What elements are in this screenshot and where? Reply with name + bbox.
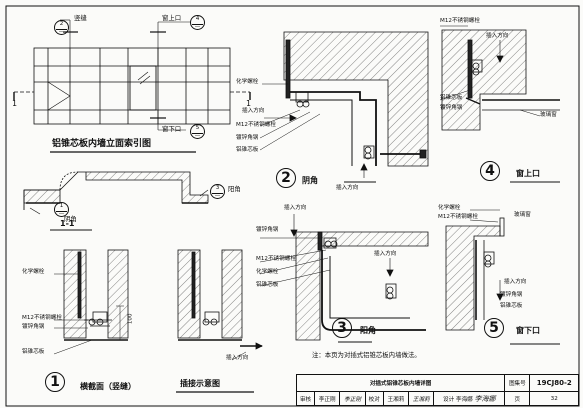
detail-3-title: 阳角 bbox=[360, 326, 376, 335]
index-circle-3: 3 — bbox=[210, 184, 225, 199]
checker-signature: 王湘莉 bbox=[408, 391, 435, 406]
index-circle-5-bottom: — bbox=[192, 132, 203, 140]
detail-1-drawing bbox=[53, 249, 129, 355]
atlas-label: 图集号 bbox=[504, 374, 531, 392]
d2-callout-huaxue: 化学螺栓 bbox=[236, 79, 259, 85]
index-circle-3-top: 3 bbox=[215, 185, 220, 191]
sheet-border bbox=[5, 5, 580, 407]
detail-1-number: 1 bbox=[45, 372, 65, 392]
index-circle-4-bottom: — bbox=[192, 23, 203, 31]
label-yin-jiao: 阴角 bbox=[64, 215, 77, 223]
d4-callout-lvzhui: 铝锥芯板 bbox=[440, 95, 463, 101]
index-circle-1-top: 1 bbox=[59, 203, 64, 209]
design-label-cell: 设计 李海娜 李海娜 bbox=[433, 391, 506, 406]
designer-name: 李海娜 bbox=[455, 396, 473, 403]
d1-callout-lvzhui: 铝锥芯板 bbox=[22, 349, 45, 355]
d2-callout-lvzhui: 铝锥芯板 bbox=[236, 147, 259, 153]
label-chuang-xia-kou: 窗下口 bbox=[162, 125, 182, 133]
d5-callout-duxin: 镀锌角钢 bbox=[500, 292, 523, 298]
d2-callout-charu: 插入方向 bbox=[242, 108, 265, 114]
design-label: 设计 bbox=[442, 396, 455, 403]
label-chuang-shang-kou: 窗上口 bbox=[162, 14, 182, 22]
d3-callout-charu-right: 插入方向 bbox=[374, 251, 397, 257]
check-label: 校对 bbox=[364, 391, 384, 406]
index-circle-2: 2 — bbox=[54, 20, 69, 35]
index-circle-2-top: 2 bbox=[59, 21, 64, 27]
insertion-schematic-drawing bbox=[177, 249, 263, 361]
section-1-1 bbox=[23, 171, 209, 231]
detail-3-drawing bbox=[259, 214, 429, 343]
atlas-number: 19CJ80-2 bbox=[529, 374, 579, 392]
detail-5-number: 5 bbox=[484, 318, 504, 338]
insertion-schematic-title: 插接示意图 bbox=[180, 379, 220, 388]
detail-4-title: 窗上口 bbox=[516, 169, 540, 178]
detail-5-drawing bbox=[445, 209, 560, 345]
drawing-title: 对插式铝锥芯板内墙详图 bbox=[295, 374, 506, 392]
elevation-title: 铝锥芯板内墙立面索引图 bbox=[52, 139, 152, 149]
index-circle-4-top: 4 bbox=[195, 16, 200, 22]
footnote: 注：本页为对插式铝锥芯板内墙做法。 bbox=[312, 351, 421, 359]
index-circle-5-top: 5 bbox=[195, 125, 200, 131]
review-label: 审核 bbox=[295, 391, 316, 406]
d4-callout-charu: 插入方向 bbox=[486, 33, 509, 39]
detail-4-number: 4 bbox=[480, 161, 500, 181]
d2-callout-m12: M12不锈钢螺栓 bbox=[236, 122, 276, 128]
d3-callout-duxin: 镀锌角钢 bbox=[256, 227, 279, 233]
d5-callout-huaxue: 化学螺栓 bbox=[438, 205, 461, 211]
index-circle-2-bottom: — bbox=[56, 28, 67, 36]
d5-callout-boli: 玻璃窗 bbox=[514, 212, 531, 218]
detail-3-number: 3 bbox=[332, 318, 352, 338]
d4-callout-boli: 玻璃窗 bbox=[540, 112, 557, 118]
d3-callout-m12: M12不锈钢螺栓 bbox=[256, 256, 296, 262]
d5-callout-charu: 插入方向 bbox=[504, 279, 527, 285]
d5-callout-m12: M12不锈钢螺栓 bbox=[438, 214, 478, 220]
detail-1-title: 横截面（竖缝） bbox=[80, 382, 136, 391]
section-mark-1-left: 1 bbox=[12, 99, 18, 108]
label-shu-feng: 竖缝 bbox=[74, 14, 87, 22]
d1-callout-duxin: 镀锌角钢 bbox=[22, 324, 45, 330]
index-circle-1: 1 — bbox=[54, 202, 69, 217]
d4-callout-m12: M12不锈钢螺栓 bbox=[440, 18, 480, 24]
d1-callout-huaxue: 化学螺栓 bbox=[22, 269, 45, 275]
d3-callout-charu: 插入方向 bbox=[284, 205, 307, 211]
index-circle-5: 5 — bbox=[190, 124, 205, 139]
page-label: 页 bbox=[504, 391, 531, 406]
designer-signature: 李海娜 bbox=[474, 394, 496, 403]
section-1-1-title: 1-1 bbox=[60, 219, 75, 228]
detail-5-title: 窗下口 bbox=[516, 326, 540, 335]
schematic-callout-charu: 插入方向 bbox=[226, 355, 249, 361]
label-yang-jiao: 阳角 bbox=[228, 185, 241, 193]
reviewer-signature: 李正刚 bbox=[339, 391, 366, 406]
d1-callout-m12: M12不锈钢螺栓 bbox=[22, 315, 62, 321]
detail-2-title: 阴角 bbox=[302, 176, 318, 185]
detail-2-number: 2 bbox=[276, 168, 296, 188]
detail-4-drawing bbox=[439, 25, 560, 183]
title-block: 对插式铝锥芯板内墙详图 图集号 19CJ80-2 审核 李正刚 李正刚 校对 王… bbox=[295, 374, 579, 406]
d2-callout-duxin: 镀锌角钢 bbox=[236, 135, 259, 141]
d5-callout-lvzhui: 铝锥芯板 bbox=[500, 303, 523, 309]
checker-name: 王湘莉 bbox=[382, 391, 410, 406]
page-number: 32 bbox=[529, 391, 579, 406]
elevation-index bbox=[13, 19, 251, 131]
dimension-100: 100 bbox=[127, 313, 134, 325]
detail-2-drawing bbox=[259, 31, 429, 183]
index-circle-1-bottom: — bbox=[56, 210, 67, 218]
reviewer-name: 李正刚 bbox=[314, 391, 341, 406]
index-circle-3-bottom: — bbox=[212, 192, 223, 200]
d3-callout-huaxue: 化学螺栓 bbox=[256, 269, 279, 275]
index-circle-4: 4 — bbox=[190, 15, 205, 30]
section-mark-1-right: 1 bbox=[246, 99, 252, 108]
d2-callout-charu-bottom: 插入方向 bbox=[336, 185, 359, 191]
d3-callout-lvzhui: 铝锥芯板 bbox=[256, 282, 279, 288]
d4-callout-duxin: 镀锌角钢 bbox=[440, 105, 463, 111]
